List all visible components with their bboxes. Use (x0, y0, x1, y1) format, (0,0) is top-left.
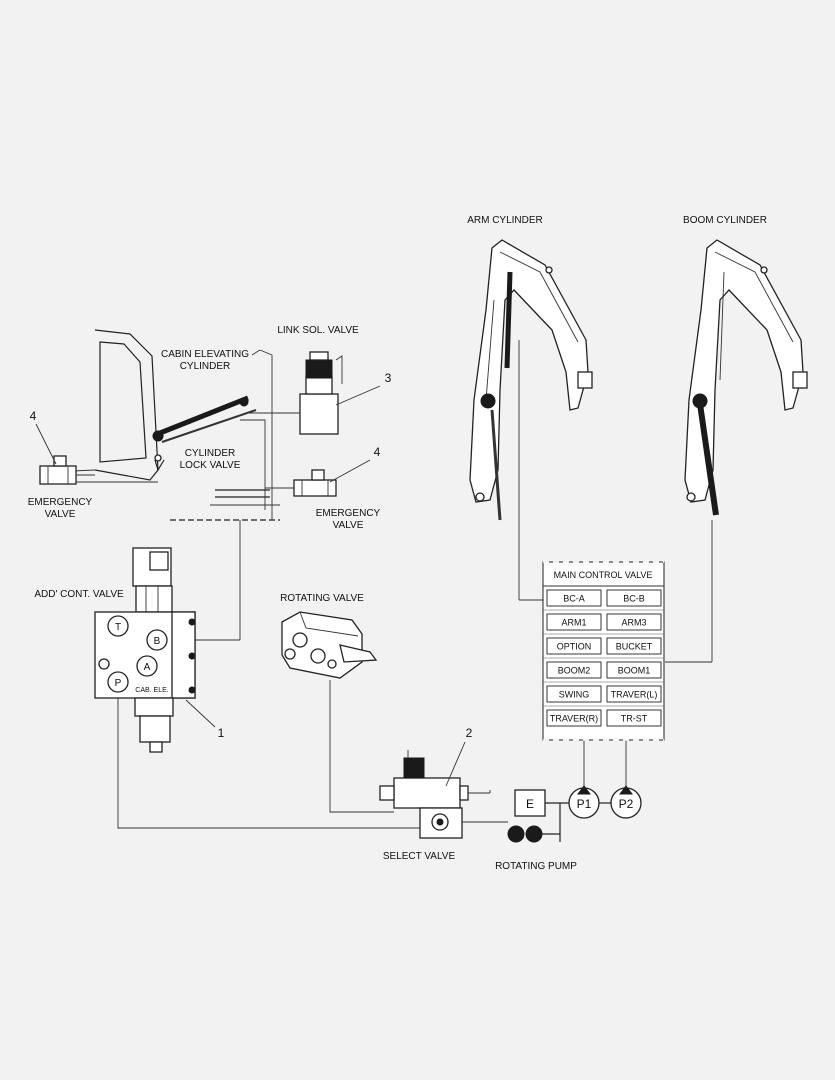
mcv-cell-label: TRAVER(L) (611, 690, 658, 700)
mcv-cell (546, 613, 602, 631)
mcv-cell-label: BOOM1 (618, 666, 651, 676)
arm-cylinder-label: ARM CYLINDER (467, 215, 543, 226)
mcv-cell-label: BOOM2 (558, 666, 591, 676)
mcv-cell (546, 685, 602, 703)
emergency-valve-left-label-1: EMERGENCY (28, 497, 93, 508)
rotating-pump-symbol (507, 825, 525, 843)
arm-cylinder-assembly (469, 239, 593, 601)
mcv-cell-label: BC-B (623, 594, 645, 604)
emergency-valve-right (265, 469, 337, 497)
piping (117, 680, 420, 829)
engine-box (514, 789, 546, 817)
cylinder-lock-label-1: CYLINDER (185, 448, 236, 459)
mcv-cell-label: BUCKET (616, 642, 653, 652)
mcv-cell (606, 709, 662, 727)
mcv-cell (546, 661, 602, 679)
cabin-elevating-label-1: CABIN ELEVATING (161, 349, 249, 360)
callouts: 3 4 4 1 2 (30, 371, 473, 787)
add-cont-valve (94, 547, 196, 753)
mcv-cell-label: OPTION (557, 642, 592, 652)
cabin-elevating-label-2: CYLINDER (180, 361, 231, 372)
add-cont-valve-label: ADD' CONT. VALVE (34, 589, 124, 600)
callout-4-left: 4 (30, 409, 37, 423)
emergency-valve-right-label-1: EMERGENCY (316, 508, 381, 519)
pump-group (462, 740, 642, 843)
emergency-valve-left (39, 455, 158, 485)
rotating-pump-label: ROTATING PUMP (495, 861, 577, 872)
mcv-cell (546, 637, 602, 655)
mcv-cell-label: TRAVER(R) (550, 714, 598, 724)
mcv-title: MAIN CONTROL VALVE (554, 570, 653, 580)
main-control-valve: MAIN CONTROL VALVE BC-A BC-B ARM1 ARM3OPTIO… (542, 561, 665, 741)
mcv-cell (546, 589, 602, 607)
mcv-cell-label: TR-ST (621, 714, 648, 724)
labels: ARM CYLINDER BOOM CYLINDER LINK SOL. VAL… (28, 215, 767, 872)
link-sol-valve-label: LINK SOL. VALVE (277, 325, 359, 336)
rotating-valve-label: ROTATING VALVE (280, 593, 364, 604)
valve-port-a: A (144, 662, 151, 673)
rotating-valve (281, 611, 378, 679)
mcv-cell (606, 685, 662, 703)
boom-cylinder-assembly (665, 239, 808, 663)
boom-cylinder-label: BOOM CYLINDER (683, 215, 767, 226)
valve-port-p: P (115, 678, 122, 689)
mcv-cell-label: SWING (559, 690, 590, 700)
callout-3: 3 (385, 371, 392, 385)
engine-label: E (526, 797, 534, 811)
mcv-cell-label: BC-A (563, 594, 585, 604)
callout-2: 2 (466, 726, 473, 740)
select-valve-label: SELECT VALVE (383, 851, 456, 862)
emergency-valve-right-label-2: VALVE (333, 520, 364, 531)
callout-1: 1 (218, 726, 225, 740)
valve-port-t: T (115, 622, 121, 633)
mcv-cell (606, 661, 662, 679)
valve-plate-label: CAB. ELE. (135, 687, 169, 694)
mcv-cell (606, 637, 662, 655)
valve-port-b: B (154, 636, 161, 647)
cabin-assembly (49, 329, 300, 641)
mcv-cell-label: ARM1 (561, 618, 586, 628)
pump1-label: P1 (577, 797, 592, 811)
mcv-cell (606, 589, 662, 607)
mcv-cell (546, 709, 602, 727)
mcv-cell-label: ARM3 (621, 618, 646, 628)
mcv-cell (606, 613, 662, 631)
pump2-label: P2 (619, 797, 634, 811)
select-valve (379, 750, 469, 839)
link-sol-valve (299, 351, 343, 435)
callout-4-right: 4 (374, 445, 381, 459)
cylinder-lock-label-2: LOCK VALVE (180, 460, 241, 471)
emergency-valve-left-label-2: VALVE (45, 509, 76, 520)
